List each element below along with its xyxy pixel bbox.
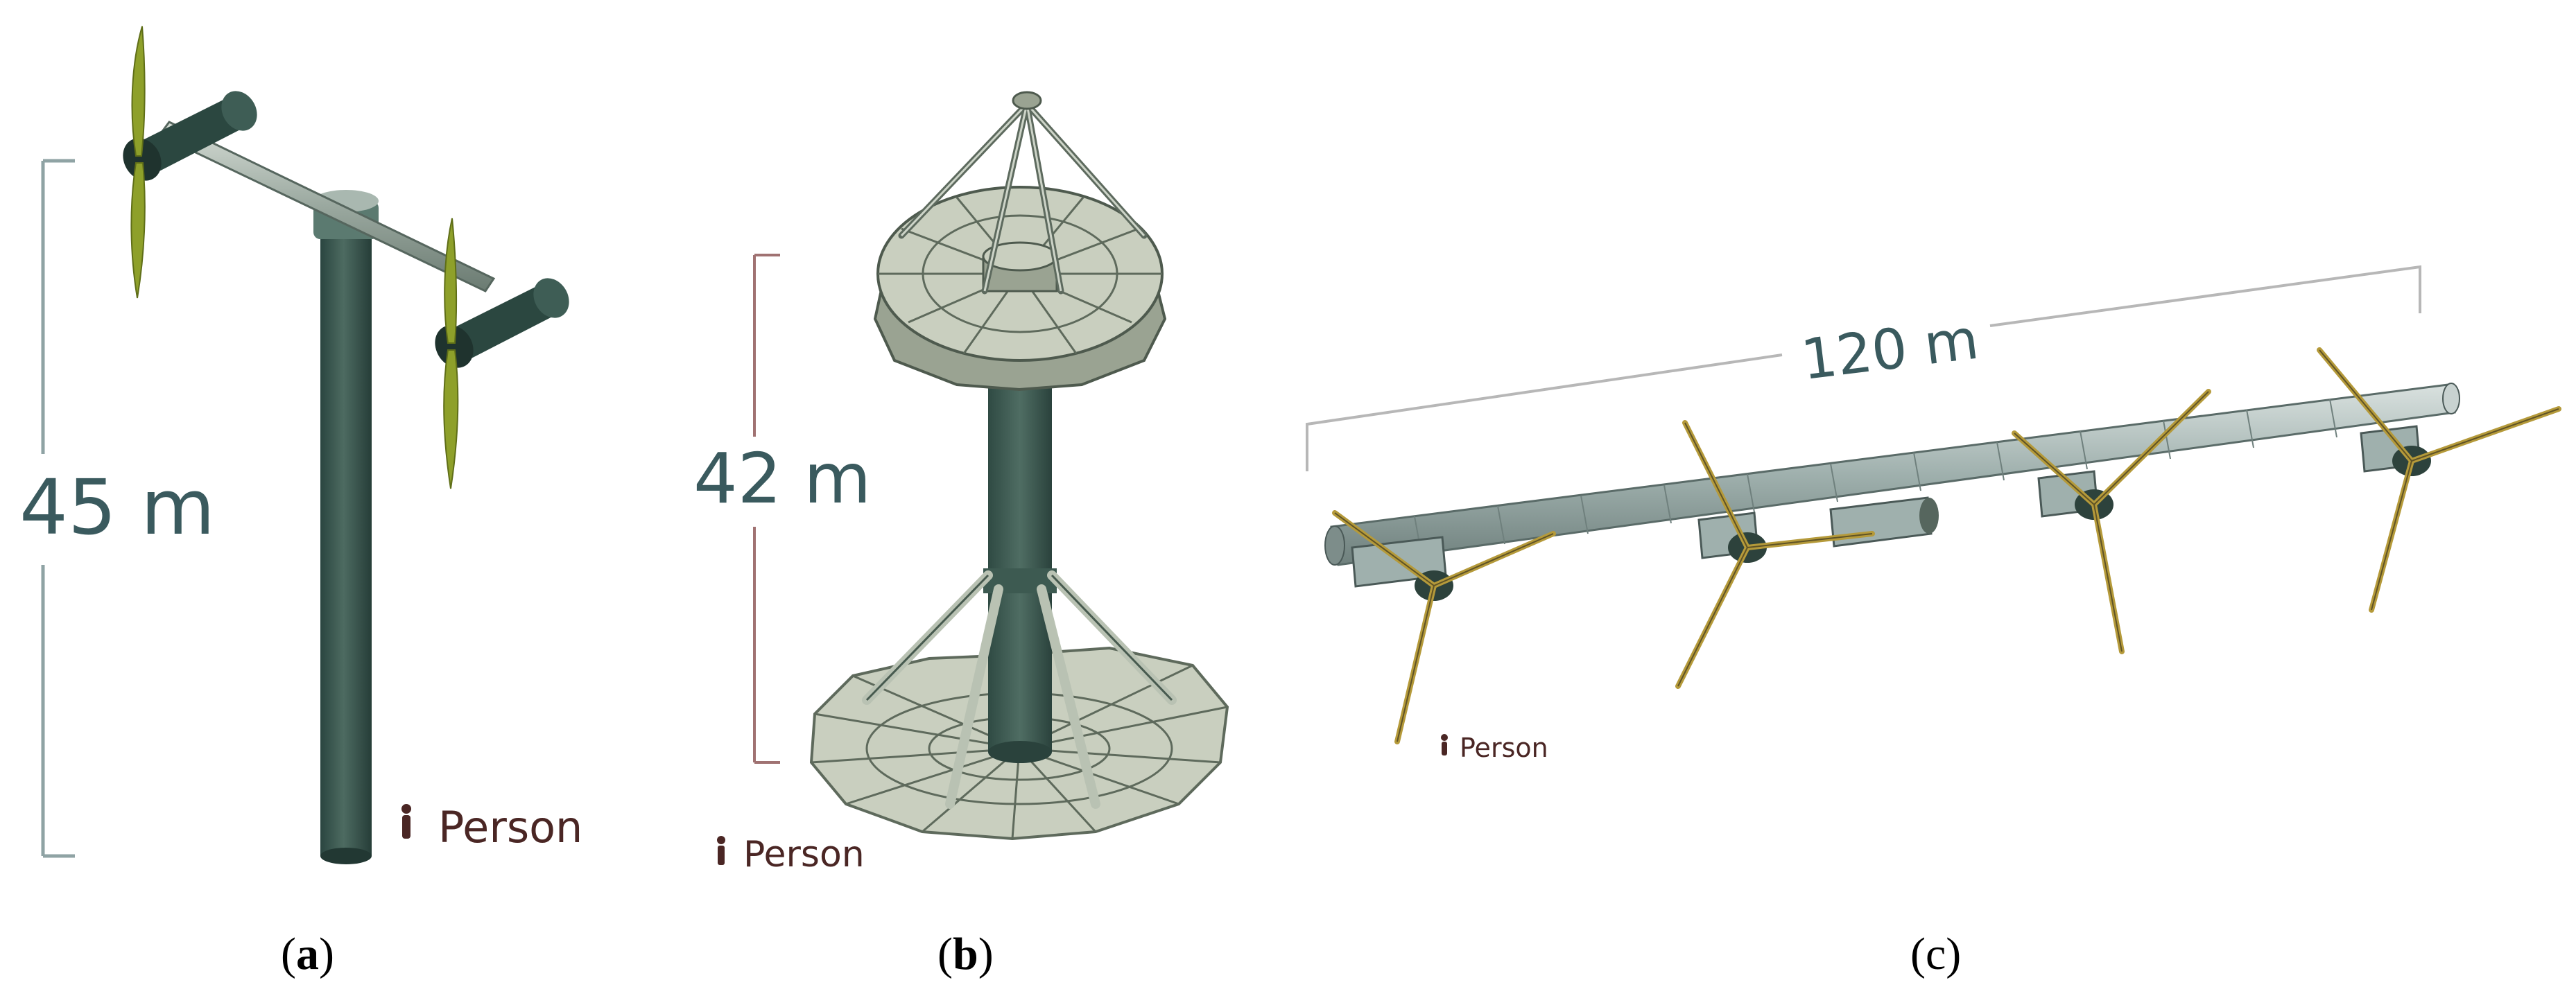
pole-base-a bbox=[320, 848, 372, 864]
person-label-c: Person bbox=[1460, 733, 1548, 763]
panel-b: 42 m bbox=[688, 91, 1229, 979]
apex-cap-b bbox=[1012, 91, 1042, 110]
turbine-c-4 bbox=[2317, 347, 2561, 613]
rotor-blades-left-a bbox=[130, 26, 146, 299]
dimension-bracket-c bbox=[1306, 265, 2421, 471]
panel-a: 45 m bbox=[12, 26, 582, 979]
person-figure-a bbox=[401, 804, 411, 839]
caption-letter-c: c bbox=[1926, 929, 1946, 979]
turbine-c-3 bbox=[2012, 389, 2211, 654]
dimension-label-bg-c bbox=[1792, 319, 1980, 388]
cross-arm-a bbox=[157, 121, 496, 292]
turbine-c-1 bbox=[1332, 510, 1556, 744]
person-label-b: Person bbox=[743, 834, 865, 875]
nacelle-right-a bbox=[435, 278, 569, 368]
nacelle-left-a bbox=[123, 91, 257, 181]
caption-b: (b) bbox=[937, 929, 994, 979]
support-pillar-b bbox=[988, 374, 1052, 752]
caption-c: (c) bbox=[1910, 929, 1961, 979]
turbine-pole-a bbox=[320, 208, 372, 856]
person-figure-b bbox=[717, 836, 725, 865]
dimension-label-bg-a bbox=[12, 454, 221, 565]
dimension-label-b: 42 m bbox=[693, 438, 871, 519]
top-platform-b bbox=[873, 186, 1167, 392]
caption-letter-b: b bbox=[953, 929, 978, 979]
pillar-base-b bbox=[988, 741, 1052, 763]
rotor-blades-right-a bbox=[443, 218, 459, 489]
caption-letter-a: a bbox=[296, 929, 319, 979]
turbine-c-2 bbox=[1675, 420, 1875, 689]
dimension-label-a: 45 m bbox=[19, 463, 215, 552]
person-figure-c bbox=[1441, 734, 1448, 755]
panel-c: 120 m bbox=[1306, 265, 2561, 979]
dimension-label-bg-b bbox=[688, 437, 868, 527]
person-label-a: Person bbox=[438, 802, 582, 853]
caption-a: (a) bbox=[281, 929, 334, 979]
